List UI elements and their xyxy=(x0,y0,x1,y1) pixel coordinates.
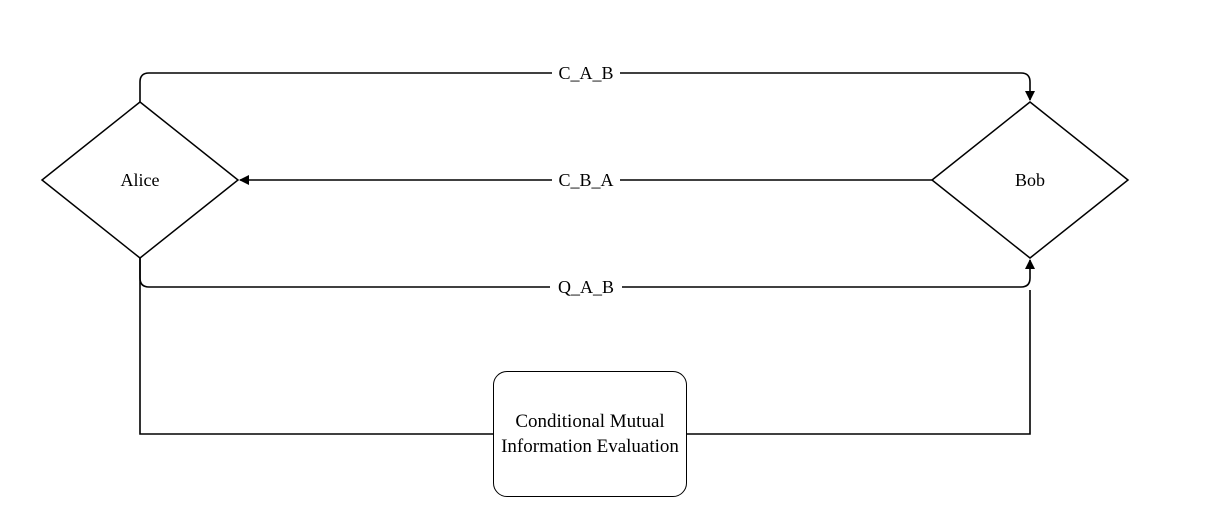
edge-label-c-b-a: C_B_A xyxy=(558,170,613,190)
edge-label-bg-c-b-a xyxy=(552,169,620,191)
evaluation-label: Conditional Mutual Information Evaluatio… xyxy=(501,411,679,457)
alice-label: Alice xyxy=(121,170,160,190)
alice-diamond-shape xyxy=(40,101,240,259)
edge-label-q-a-b: Q_A_B xyxy=(558,277,614,297)
edge-label-bg-q-a-b xyxy=(550,276,622,298)
edge-label-c-a-b: C_A_B xyxy=(558,63,613,83)
edge-evaluation-to-bob[interactable] xyxy=(687,290,1031,435)
node-alice[interactable]: Alice xyxy=(40,101,240,259)
edge-alice-to-evaluation[interactable] xyxy=(139,258,493,435)
node-evaluation[interactable]: Conditional Mutual Information Evaluatio… xyxy=(493,371,687,497)
bob-label: Bob xyxy=(1015,170,1045,190)
node-bob[interactable]: Bob xyxy=(930,101,1130,259)
edge-label-bg-c-a-b xyxy=(552,62,620,84)
bob-diamond-shape xyxy=(930,101,1130,259)
